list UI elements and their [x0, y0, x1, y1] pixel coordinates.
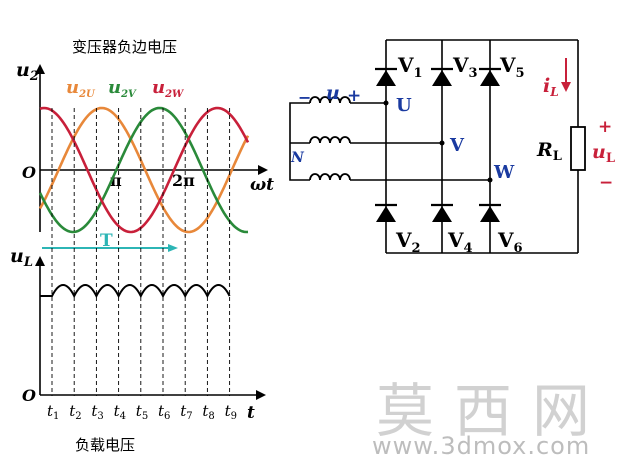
phase-u2u-wave [38, 106, 250, 234]
source-label: u [326, 82, 340, 104]
phase-label-u2w: u2W [152, 77, 185, 100]
node-w-label: W [493, 162, 515, 183]
time-dashed-lines [51, 108, 231, 396]
node-u-dot [383, 100, 389, 106]
load-y-label: uL [10, 245, 33, 270]
load-resistor [570, 126, 586, 171]
time-tick-labels: t1 t2 t3 t4 t5 t6 t7 t8 t9 [47, 402, 237, 422]
wave-y-arrow [35, 64, 45, 74]
time-tick-label: t8 [202, 402, 214, 422]
diode-v1-label: V1 [397, 53, 423, 81]
current-arrow-head [561, 82, 571, 92]
neutral-label: N [290, 150, 305, 166]
node-u-label: U [396, 95, 412, 116]
current-label: iL [543, 75, 559, 99]
load-voltage-ripple [40, 284, 231, 299]
output-voltage-label: uL [592, 141, 615, 166]
period-label: T [100, 231, 113, 251]
top-title: 变压器负边电压 [72, 38, 177, 56]
time-tick-label: t6 [158, 402, 170, 422]
two-pi-label: 2π [172, 171, 195, 190]
node-w-dot [487, 177, 493, 183]
diode-v4-label: V4 [447, 228, 473, 256]
time-tick-label: t4 [114, 402, 126, 422]
wave-x-label: ωt [250, 175, 274, 195]
resistor-label: RL [536, 139, 562, 164]
node-v-dot [439, 140, 445, 146]
diode-v2-label: V2 [395, 228, 421, 256]
time-tick-label: t1 [47, 402, 59, 422]
load-x-label: t [247, 403, 255, 423]
time-tick-label: t2 [69, 402, 81, 422]
winding-v-coil [309, 136, 351, 144]
diode-v5 [479, 67, 501, 86]
wave-origin-label: O [22, 163, 36, 182]
source-plus-sign: + [347, 86, 361, 106]
bottom-title: 负载电压 [75, 436, 135, 454]
wave-x-arrow [258, 165, 268, 175]
output-minus-sign: − [599, 173, 613, 193]
time-tick-label: t5 [136, 402, 148, 422]
phase-u2v-wave [38, 106, 249, 234]
diode-v3 [431, 67, 453, 86]
node-v-label: V [449, 135, 465, 156]
load-origin-label: O [22, 386, 36, 405]
diode-v6-label: V6 [497, 228, 523, 256]
diode-v3-label: V3 [452, 53, 478, 81]
watermark-url: www.3dmox.com [372, 432, 591, 460]
winding-u-coil [309, 96, 351, 104]
phase-label-u2v: u2V [108, 77, 137, 100]
phase-u2w-wave [39, 106, 250, 234]
diode-v5-label: V5 [499, 53, 525, 81]
time-tick-label: t9 [225, 402, 237, 422]
watermark-text: 莫西网 [376, 377, 611, 445]
time-tick-label: t7 [180, 402, 192, 422]
neutral-bracket [289, 102, 310, 181]
period-arrow-head [168, 244, 178, 252]
wave-y-label: u2 [16, 59, 39, 84]
diode-v6 [479, 203, 501, 222]
diode-v2 [375, 203, 397, 222]
phase-label-u2u: u2U [66, 77, 96, 100]
output-plus-sign: + [598, 117, 612, 137]
diode-v1 [375, 67, 397, 86]
winding-w-coil [309, 173, 351, 181]
source-minus-sign: − [298, 88, 311, 107]
load-y-arrow [35, 256, 45, 266]
diode-v4 [431, 203, 453, 222]
phase-waveforms [38, 106, 250, 234]
load-x-arrow [256, 390, 266, 400]
time-tick-label: t3 [91, 402, 103, 422]
